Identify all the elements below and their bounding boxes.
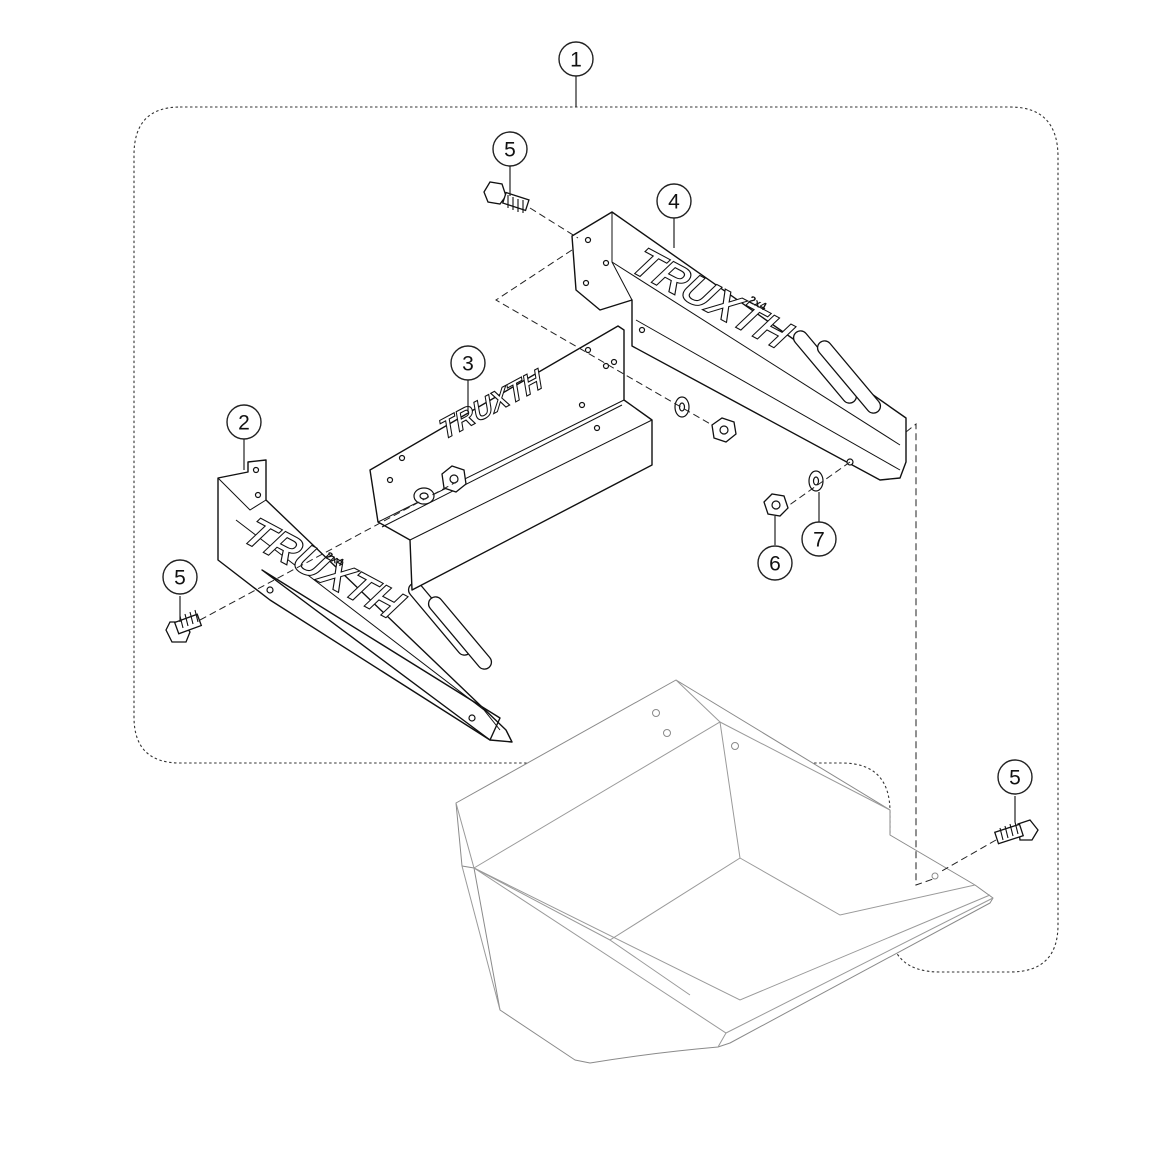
assembly-line-right-bolt bbox=[939, 839, 997, 873]
assembly-boundary bbox=[133, 106, 1059, 973]
svg-text:7: 7 bbox=[813, 529, 825, 552]
callout-1: 1 bbox=[558, 41, 594, 77]
bolt-left bbox=[165, 609, 203, 643]
assembly-line-top-bolt bbox=[529, 207, 579, 239]
assembly-line-panel-join bbox=[495, 249, 713, 426]
callout-5-top: 5 bbox=[492, 131, 528, 167]
callout-4: 4 bbox=[656, 183, 692, 219]
svg-text:6: 6 bbox=[769, 553, 781, 576]
callout-3: 3 bbox=[450, 345, 486, 381]
svg-text:5: 5 bbox=[504, 139, 516, 162]
assembly-line-left-bolt bbox=[199, 479, 461, 621]
callout-5-right: 5 bbox=[997, 759, 1033, 795]
svg-text:3: 3 bbox=[462, 353, 474, 376]
assembly-line-right-hardware bbox=[787, 461, 851, 507]
washer-lower-right bbox=[808, 470, 824, 492]
assembly-line-vertical bbox=[905, 422, 937, 886]
bolt-right bbox=[993, 819, 1039, 845]
washer-center bbox=[413, 487, 435, 505]
washer-upper-right bbox=[674, 396, 690, 418]
svg-text:5: 5 bbox=[1009, 767, 1021, 790]
svg-text:5: 5 bbox=[174, 567, 186, 590]
svg-text:1: 1 bbox=[570, 49, 582, 72]
callout-7: 7 bbox=[801, 521, 837, 557]
svg-text:4: 4 bbox=[668, 191, 680, 214]
callout-5-left: 5 bbox=[162, 559, 198, 595]
bolt-top bbox=[483, 181, 530, 213]
callout-2: 2 bbox=[226, 404, 262, 440]
left-side-panel: TRUXTH 2x4 bbox=[217, 459, 513, 743]
svg-text:2: 2 bbox=[238, 412, 250, 435]
hopper-bin bbox=[455, 679, 994, 1064]
callout-6: 6 bbox=[757, 545, 793, 581]
